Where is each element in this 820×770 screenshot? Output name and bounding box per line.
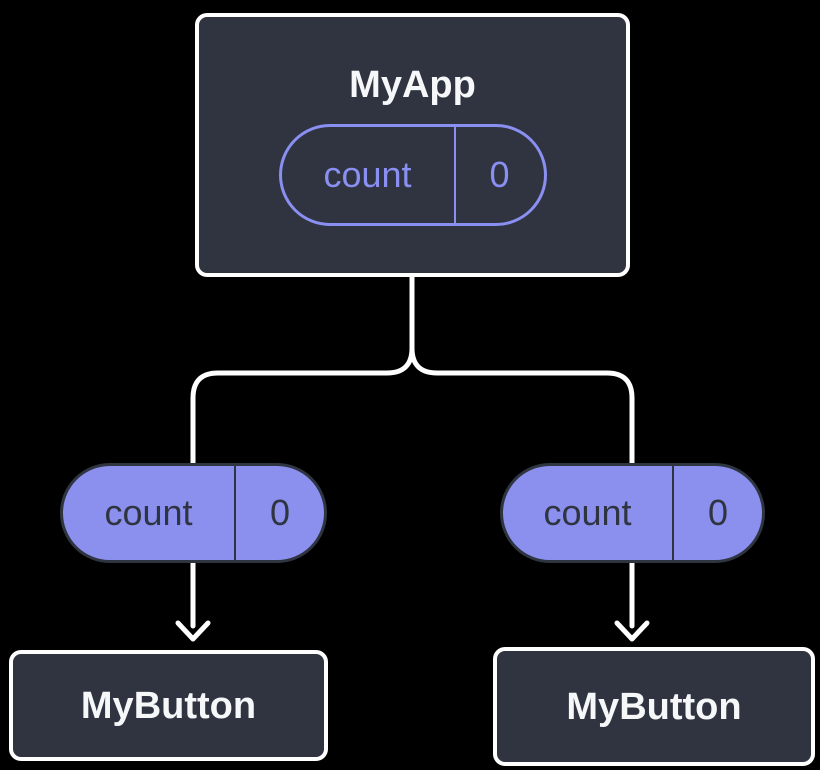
left-branch-line xyxy=(190,345,415,629)
right-arrowhead-icon xyxy=(614,620,650,642)
left-arrowhead-icon xyxy=(175,620,211,642)
prop-pill-name: count xyxy=(104,492,193,533)
left-prop-pill: count 0 xyxy=(60,463,327,563)
state-pill-name: count xyxy=(323,154,412,195)
myapp-node: MyApp count 0 xyxy=(195,13,630,277)
prop-pill-name: count xyxy=(543,492,632,533)
myapp-node-title: MyApp xyxy=(349,64,476,106)
right-mybutton-node: MyButton xyxy=(493,647,815,766)
mybutton-node-title: MyButton xyxy=(566,685,742,728)
state-pill-value: 0 xyxy=(453,127,544,223)
prop-pill-value: 0 xyxy=(672,466,762,560)
mybutton-node-title: MyButton xyxy=(80,684,257,727)
right-prop-pill: count 0 xyxy=(500,463,765,563)
prop-pill-value: 0 xyxy=(234,466,324,560)
right-branch-line xyxy=(409,345,635,629)
myapp-state-pill: count 0 xyxy=(278,124,547,226)
left-mybutton-node: MyButton xyxy=(9,650,328,761)
